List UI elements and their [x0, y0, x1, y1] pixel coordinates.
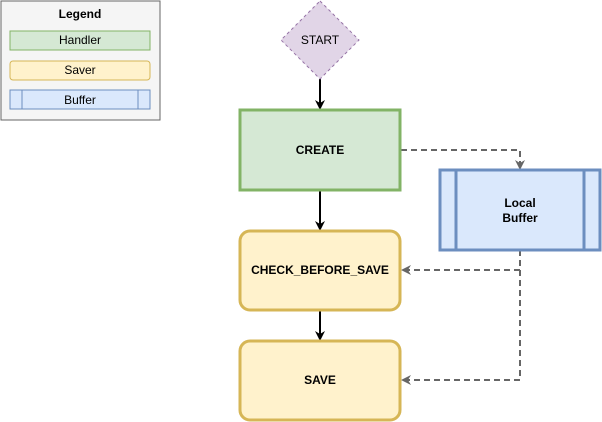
- legend-saver-label: Saver: [64, 63, 95, 77]
- local-buffer-label-line1: Local: [504, 196, 535, 210]
- legend-buffer-label: Buffer: [64, 93, 96, 107]
- create-label: CREATE: [296, 143, 344, 157]
- legend-title: Legend: [59, 7, 102, 21]
- local-buffer-box: [438, 168, 602, 252]
- edge-buffer-to-save: [401, 270, 521, 385]
- edge-buffer-to-check: [401, 250, 521, 275]
- local-buffer-label-line2: Buffer: [502, 211, 538, 225]
- node-save: SAVE: [238, 339, 402, 422]
- save-box: [238, 339, 402, 422]
- node-check-before-save: CHECK_BEFORE_SAVE: [238, 229, 402, 312]
- edges: [315, 79, 525, 385]
- legend-handler-swatch: [9, 30, 151, 51]
- legend: Legend Handler Saver Buffer: [0, 0, 161, 121]
- edge-create-to-buffer: [401, 149, 525, 170]
- start-label: START: [301, 33, 340, 47]
- check-before-save-box: [238, 229, 402, 312]
- node-create: CREATE: [238, 108, 402, 192]
- save-label: SAVE: [304, 373, 336, 387]
- create-box: [238, 108, 402, 192]
- node-start: START: [280, 0, 360, 80]
- node-local-buffer: Local Buffer: [438, 168, 602, 252]
- start-diamond: [280, 0, 360, 80]
- legend-handler-label: Handler: [59, 33, 101, 47]
- legend-buffer-swatch: [9, 89, 151, 110]
- legend-saver-swatch: [9, 60, 151, 81]
- check-before-save-label: CHECK_BEFORE_SAVE: [251, 263, 389, 277]
